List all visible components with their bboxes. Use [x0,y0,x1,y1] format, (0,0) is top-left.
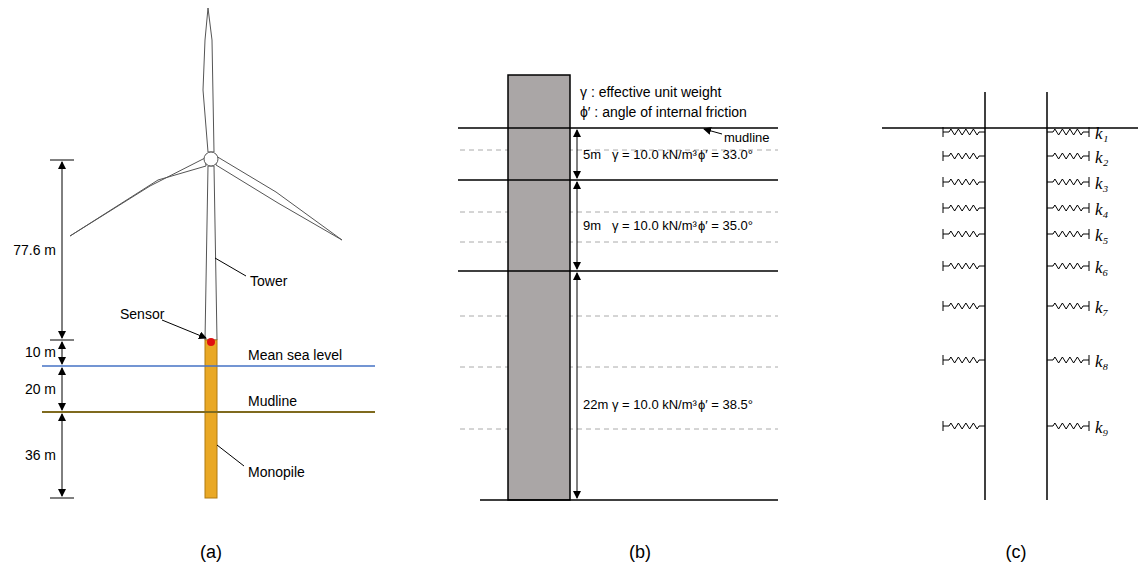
layer-thickness: 22m [583,397,608,413]
callout-label: Mean sea level [248,347,342,364]
dimension-label: 77.6 m [13,242,56,259]
spring-label: k₁ [1095,124,1108,144]
spring-symbol [943,153,985,159]
monopile [205,340,217,498]
spring-anchor [943,421,944,431]
callout-label: Tower [250,273,287,290]
unit-weight: γ = 10.0 kN/m³ [612,147,697,163]
spring-anchor [943,177,944,187]
callout-label: mudline [724,130,770,146]
pile-section [508,75,570,500]
sea-level-line [42,365,375,367]
layer-dimensions [577,129,722,498]
spring-anchor [1089,203,1090,213]
spring-anchor [943,127,944,137]
spring-symbol [943,179,985,185]
spring-anchor [1089,177,1090,187]
spring-symbol [943,357,985,363]
spring-anchor [1089,421,1090,431]
spring-anchor [943,301,944,311]
spring-symbol [943,129,985,135]
layer-thickness: 5m [583,147,601,163]
spring-anchor [1089,127,1090,137]
friction-angle: ϕ′ = 35.0° [698,218,753,234]
spring-anchor [1089,301,1090,311]
spring-anchor [943,261,944,271]
spring-anchor [1089,151,1090,161]
pile-model [882,92,1138,500]
spring-label: k₇ [1095,298,1108,318]
spring-symbol [1047,231,1089,237]
spring-symbol [943,205,985,211]
panel-label: (c) [1006,542,1027,564]
panel-label: (b) [629,542,651,564]
friction-angle: ϕ′ = 38.5° [698,397,753,413]
spring-anchor [1089,229,1090,239]
spring-label: k₅ [1095,226,1108,246]
spring-anchor [1089,355,1090,365]
unit-weight: γ = 10.0 kN/m³ [612,218,697,234]
spring-label: k₂ [1095,148,1108,168]
spring-symbol [1047,303,1089,309]
turbine [70,8,342,340]
dimension-label: 10 m [25,344,56,361]
spring-symbol [943,303,985,309]
mudline [42,411,375,413]
spring-symbol [1047,205,1089,211]
unit-weight: γ = 10.0 kN/m³ [612,397,697,413]
spring-anchor [943,229,944,239]
dimension-label: 36 m [25,447,56,464]
spring-symbol [1047,423,1089,429]
callout-label: Mudline [248,393,297,410]
spring-label: k₉ [1095,418,1108,438]
spring-anchor [943,203,944,213]
callout-label: Monopile [248,464,305,481]
legend-note: γ : effective unit weight [580,84,721,101]
callout-label: Sensor [120,306,164,323]
friction-angle: ϕ′ = 33.0° [698,147,753,163]
spring-label: k₄ [1095,200,1108,220]
legend-note: ϕ′ : angle of internal friction [580,104,747,121]
spring-anchor [943,355,944,365]
spring-label: k₃ [1095,174,1108,194]
spring-label: k₆ [1095,258,1108,278]
springs [943,127,1089,431]
spring-symbol [1047,263,1089,269]
spring-symbol [943,423,985,429]
spring-symbol [1047,153,1089,159]
spring-symbol [1047,357,1089,363]
spring-symbol [1047,179,1089,185]
layer-boundaries [458,128,778,500]
spring-symbol [943,263,985,269]
dimension-label: 20 m [25,381,56,398]
spring-symbol [1047,129,1089,135]
spring-label: k₈ [1095,352,1108,372]
spring-anchor [1089,261,1090,271]
sensor-dot [207,338,215,346]
spring-anchor [943,151,944,161]
panel-label: (a) [200,542,222,564]
spring-symbol [943,231,985,237]
layer-thickness: 9m [583,218,601,234]
leader-lines [162,258,246,466]
